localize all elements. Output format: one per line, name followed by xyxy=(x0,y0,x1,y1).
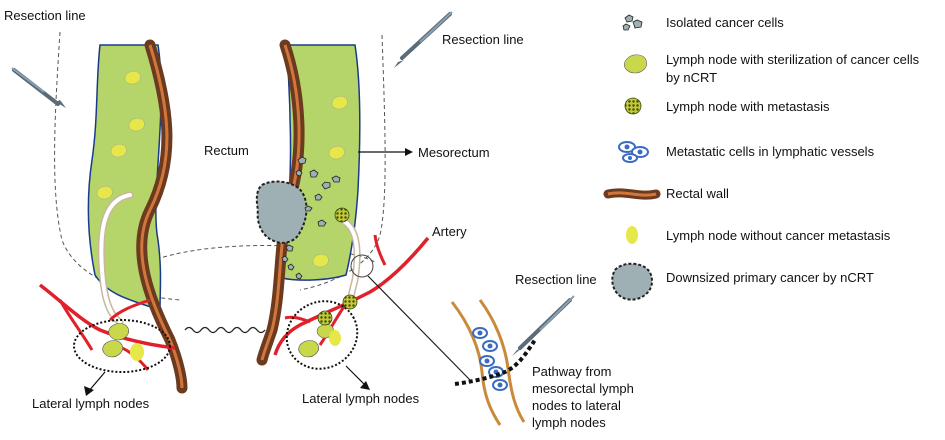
legend-item-metastatic-cells-in-vessels: Metastatic cells in lymphatic vessels xyxy=(666,144,875,159)
normal-lymph-node-icon xyxy=(626,226,638,244)
pathway-label-line: Pathway from xyxy=(532,364,612,379)
metastatic-lymph-node xyxy=(334,207,350,223)
scalpel-top-right xyxy=(394,11,453,68)
sterilized-lymph-node xyxy=(96,186,113,200)
metastatic-cells-in-vessels-icon xyxy=(618,141,649,163)
pathway-label-line: lymph nodes xyxy=(532,415,606,430)
magnification-circle xyxy=(350,254,374,278)
legend-item-downsized-cancer: Downsized primary cancer by nCRT xyxy=(666,270,874,285)
metastatic-lymph-node-icon xyxy=(624,97,642,115)
lateral-lymph-nodes-label-right: Lateral lymph nodes xyxy=(302,391,420,406)
legend-item-sterilized-lymph-node: Lymph node with sterilization of cancer … xyxy=(666,51,919,87)
sterilized-lymph-node xyxy=(128,118,145,132)
pathway-label-line: mesorectal lymph xyxy=(532,381,634,396)
sterilized-lymph-node xyxy=(298,340,319,358)
scalpel-top-left xyxy=(11,67,66,108)
sterilized-lymph-node xyxy=(331,96,348,110)
downsized-cancer-icon xyxy=(611,262,653,301)
metastatic-lymph-node xyxy=(342,294,358,310)
resection-line-label-bottom: Resection line xyxy=(515,272,597,287)
lateral-lymph-nodes-label-left: Lateral lymph nodes xyxy=(32,396,150,411)
pathway-dotted-line xyxy=(454,338,537,386)
pathway-label: Pathway from mesorectal lymph nodes to l… xyxy=(532,363,634,431)
isolated-cancer-cells xyxy=(281,156,341,280)
downsized-primary-cancer xyxy=(255,180,308,244)
magnification-pointer xyxy=(367,275,471,381)
legend-item-rectal-wall: Rectal wall xyxy=(666,186,729,201)
rectum-label: Rectum xyxy=(204,143,249,158)
isolated-cancer-cells-icon xyxy=(622,14,643,31)
resection-line-label-top-left: Resection line xyxy=(4,8,86,23)
normal-lymph-node xyxy=(130,343,144,361)
lymphatic-vessel-inset xyxy=(450,299,526,426)
sterilized-lymph-node xyxy=(102,340,123,358)
sterilized-lymph-node xyxy=(108,323,129,341)
legend-item-isolated-cancer-cells: Isolated cancer cells xyxy=(666,15,784,30)
wavy-line xyxy=(184,326,266,334)
scalpel-bottom xyxy=(512,295,575,356)
lateral-nodes-arrow-left xyxy=(87,371,106,393)
legend-line: Lymph node with sterilization of cancer … xyxy=(666,52,920,67)
sterilized-lymph-node xyxy=(124,71,141,85)
lateral-lymph-node-group-right xyxy=(285,300,359,370)
legend-item-metastatic-lymph-node: Lymph node with metastasis xyxy=(666,99,830,114)
sterilized-lymph-node xyxy=(110,144,127,158)
artery-label: Artery xyxy=(432,224,467,239)
legend-item-normal-lymph-node: Lymph node without cancer metastasis xyxy=(666,228,891,243)
pathway-label-line: nodes to lateral xyxy=(532,398,621,413)
sterilized-lymph-node-icon xyxy=(624,54,647,74)
resection-line-label-top-right: Resection line xyxy=(442,32,524,47)
mesorectum-label: Mesorectum xyxy=(418,145,490,160)
sterilized-lymph-node xyxy=(328,146,345,160)
normal-lymph-node xyxy=(329,330,341,346)
artery-right xyxy=(273,236,430,356)
sterilized-lymph-node xyxy=(312,254,329,268)
metastatic-lymph-node xyxy=(317,310,333,326)
legend-line: by nCRT xyxy=(666,70,718,85)
artery-left xyxy=(38,283,176,350)
lateral-nodes-arrow-right xyxy=(345,365,365,385)
lateral-lymph-node-group-left xyxy=(73,319,171,373)
rectal-wall-icon xyxy=(603,188,661,200)
